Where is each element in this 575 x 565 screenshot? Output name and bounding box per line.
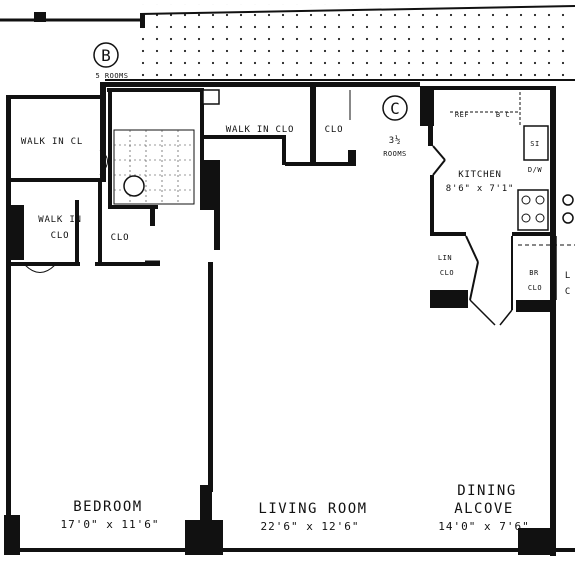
partitions-unit-b [6, 86, 356, 492]
outer-walls [4, 82, 575, 555]
corridor-band [0, 4, 575, 81]
bedroom-label: BEDROOM [73, 499, 143, 515]
unit-b-rooms: 5 ROOMS [95, 72, 128, 80]
edge-label-1: L [565, 271, 571, 281]
unit-c-rooms-fraction: 3½ [389, 135, 401, 146]
bedroom-closet-label-1: BR [529, 269, 539, 277]
walk-in-closet-left-label-1: WALK IN [38, 215, 82, 225]
dishwasher-label: D/W [528, 166, 542, 174]
unit-c-rooms: ROOMS [383, 150, 407, 158]
walk-in-closet-label: WALK IN CL [21, 137, 83, 147]
refrigerator-label: REF [455, 111, 469, 119]
sink-icon [202, 89, 220, 105]
bedroom-dimensions: 17'0" x 11'6" [60, 518, 159, 531]
living-room-label: LIVING ROOM [258, 501, 367, 517]
closet-right-label: CLO [325, 125, 344, 135]
sink-label: SI [530, 140, 539, 148]
edge-label-2: C [565, 287, 571, 297]
walk-in-closet-top-label: WALK IN CLO [226, 125, 294, 135]
dining-alcove-label-1: DINING [457, 483, 517, 499]
unit-b-marker: B 5 ROOMS [93, 42, 128, 80]
sink-counter [523, 125, 549, 161]
bath-fixtures [113, 89, 220, 205]
toilet-icon [123, 175, 145, 197]
kitchen-dimensions: 8'6" x 7'1" [446, 184, 514, 194]
door-swings [24, 90, 351, 273]
bedroom-closet-label-2: CLO [528, 284, 542, 292]
broom-closet-label: B C [496, 111, 510, 119]
kitchen-label: KITCHEN [458, 170, 502, 180]
dining-alcove-dimensions: 14'0" x 7'6" [438, 520, 529, 533]
linen-closet-label-1: LIN [438, 254, 452, 262]
dining-alcove-label-2: ALCOVE [454, 501, 514, 517]
living-room-dimensions: 22'6" x 12'6" [260, 520, 359, 533]
range-icon-right [562, 194, 574, 224]
unit-c-letter: C [390, 99, 400, 118]
partitions-unit-c [420, 86, 575, 556]
linen-closet-label-2: CLO [440, 269, 454, 277]
unit-b-letter: B [101, 46, 111, 65]
closet-label: CLO [111, 233, 130, 243]
room-labels: WALK IN CL WALK IN CLO CLO WALK IN CLO C… [21, 111, 571, 533]
walk-in-closet-left-label-2: CLO [51, 231, 70, 241]
unit-c-marker: C 3½ ROOMS [382, 95, 408, 158]
range-icon [517, 189, 549, 231]
